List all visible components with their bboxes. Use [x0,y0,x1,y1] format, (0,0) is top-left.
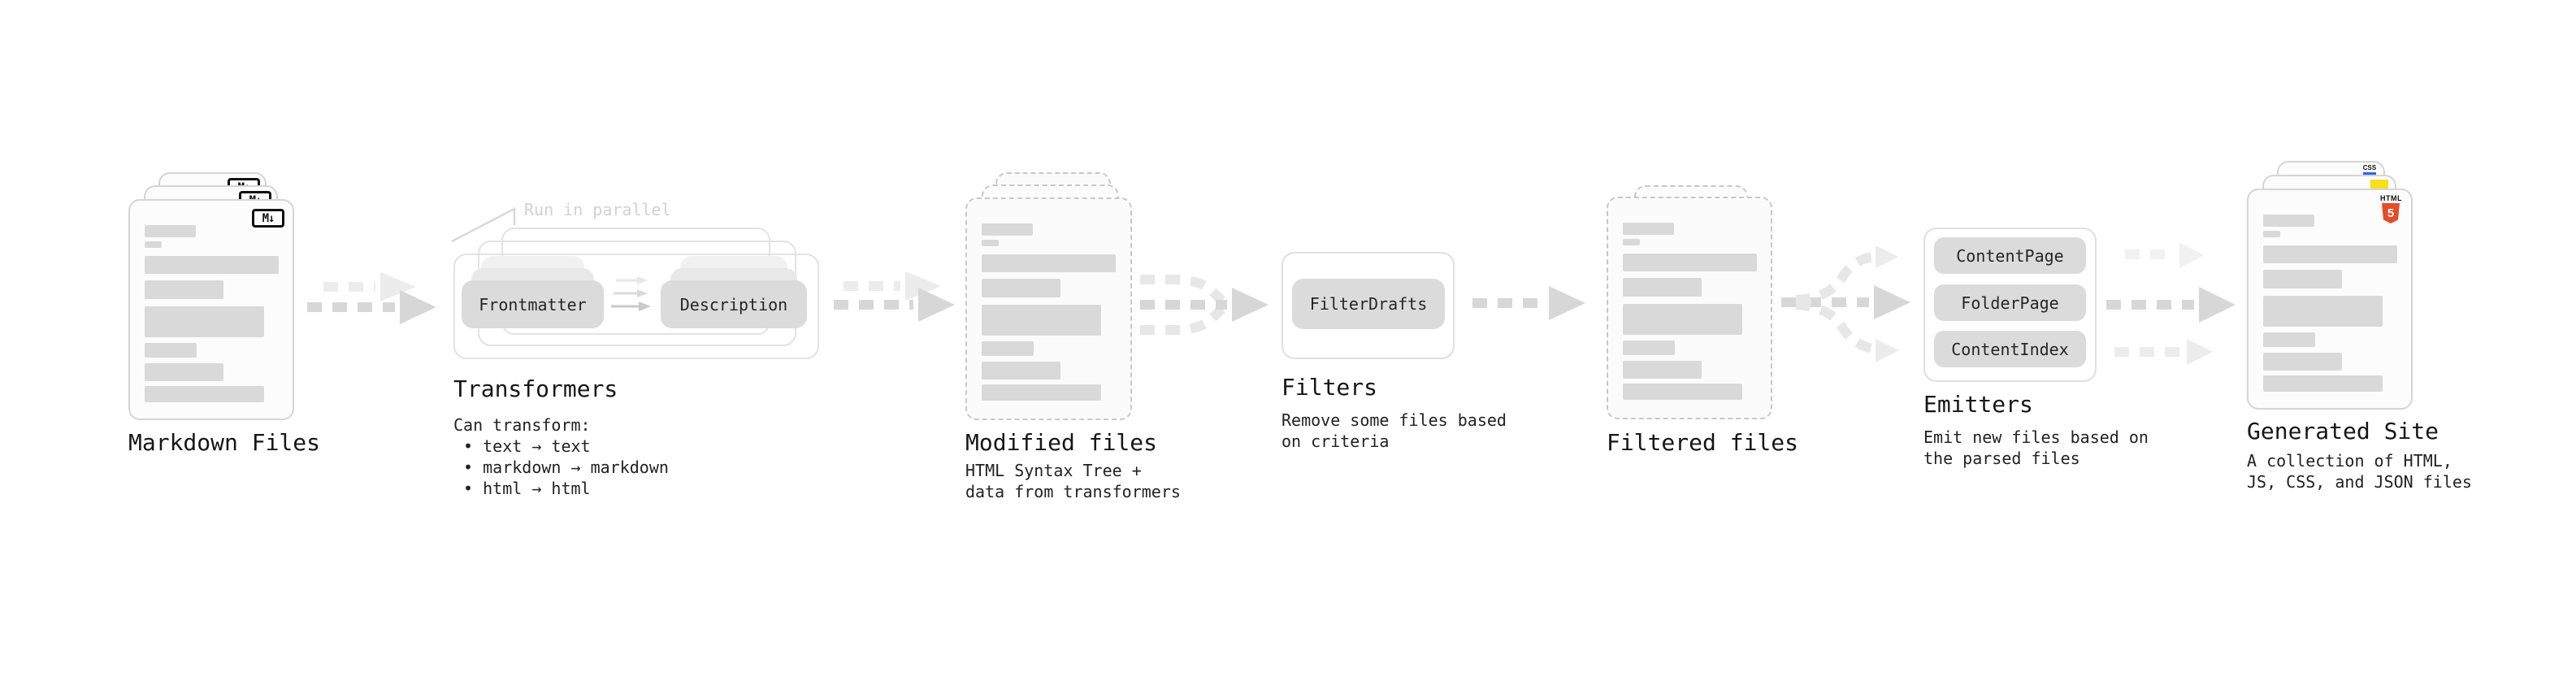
placeholder-bar [2263,296,2383,327]
placeholder-bar [1623,223,1674,235]
generated-site-description: A collection of HTML, JS, CSS, and JSON … [2247,451,2472,492]
javascript-icon [2370,180,2388,189]
markdown-file-card-front: M↓ [128,199,294,420]
placeholder-bar [1623,361,1702,379]
html-file-card: HTML 5 [2247,189,2413,410]
placeholder-bar [2263,215,2314,227]
placeholder-bar [145,306,264,337]
placeholder-bar [2263,332,2315,347]
arrow-filtered-to-emitters [1781,245,1910,362]
filters-box: FilterDrafts [1281,252,1455,359]
css-icon: CSS [2362,165,2377,176]
contentindex-pill-label: ContentIndex [1951,339,2069,359]
filterdrafts-pill: FilterDrafts [1292,279,1445,329]
generated-site-stack: CSS HTML 5 [2247,161,2413,410]
placeholder-bar [145,363,223,381]
placeholder-bar [145,256,279,274]
css-icon-underline [2363,172,2376,176]
frontmatter-pill: Frontmatter [462,280,604,328]
filtered-file-card-front [1607,197,1772,419]
html5-icon-number: 5 [2387,206,2395,220]
contentindex-pill: ContentIndex [1934,331,2086,367]
placeholder-bar [982,384,1101,401]
placeholder-bar [1623,304,1742,335]
emitters-description: Emit new files based on the parsed files [1923,427,2149,468]
placeholder-bar [2263,231,2280,237]
modified-files-label: Modified files [965,429,1158,456]
arrow-modified-to-filters [1140,275,1268,335]
filtered-files-stack [1607,185,1772,419]
placeholder-bar [2263,270,2342,288]
filters-description: Remove some files based on criteria [1281,410,1507,451]
transformers-label: Transformers [453,375,618,402]
markdown-icon: M↓ [252,209,284,228]
placeholder-bar [982,279,1060,297]
placeholder-bar [145,280,223,299]
markdown-files-label: Markdown Files [128,429,321,456]
modified-files-stack [965,172,1132,420]
arrow-transformers-to-modified [834,271,955,322]
html5-icon-word: HTML [2380,194,2402,202]
placeholder-bar [1623,340,1675,355]
placeholder-bar [145,386,264,402]
modified-files-description: HTML Syntax Tree + data from transformer… [965,461,1181,501]
filtered-files-label: Filtered files [1607,429,1799,456]
placeholder-bar [1623,239,1640,245]
modified-file-card-front [965,197,1132,420]
emitters-box: ContentPage FolderPage ContentIndex [1923,228,2097,382]
placeholder-bar [982,240,999,246]
markdown-icon-glyph: M↓ [262,211,275,225]
placeholder-bar [145,343,197,358]
description-pill-label: Description [679,294,788,314]
placeholder-bar [1623,384,1742,400]
arrow-filters-to-filtered [1472,286,1585,320]
contentpage-pill: ContentPage [1934,237,2086,274]
placeholder-bar [145,225,196,237]
html5-icon: HTML 5 [2380,194,2402,223]
emitters-label: Emitters [1923,391,2033,418]
filterdrafts-pill-label: FilterDrafts [1309,294,1428,314]
arrow-markdown-to-transformers [307,272,436,324]
frontmatter-pill-label: Frontmatter [479,294,587,314]
placeholder-bar [982,362,1060,380]
placeholder-bar [145,241,162,248]
contentpage-pill-label: ContentPage [1956,245,2064,266]
arrow-emitters-to-generated [2106,242,2236,365]
markdown-files-stack: M↓ M↓ M↓ [128,172,294,420]
run-in-parallel-annotation: Run in parallel [524,200,671,219]
description-pill: Description [661,280,807,328]
placeholder-bar [982,254,1116,272]
placeholder-bar [2263,245,2397,263]
html5-icon-shield: 5 [2382,203,2400,223]
folderpage-pill-label: FolderPage [1961,293,2059,313]
placeholder-bar [982,223,1033,236]
generated-site-label: Generated Site [2247,418,2439,445]
placeholder-bar [1623,278,1702,297]
css-icon-label: CSS [2362,164,2377,171]
placeholder-bar [982,305,1101,336]
transformer-box-front [453,254,819,359]
folderpage-pill: FolderPage [1934,284,2086,321]
placeholder-bar [2263,375,2383,392]
filters-label: Filters [1281,374,1378,401]
placeholder-bar [1623,254,1757,271]
placeholder-bar [2263,353,2342,371]
transformers-description: Can transform: • text → text • markdown … [453,415,669,498]
placeholder-bar [982,341,1034,356]
